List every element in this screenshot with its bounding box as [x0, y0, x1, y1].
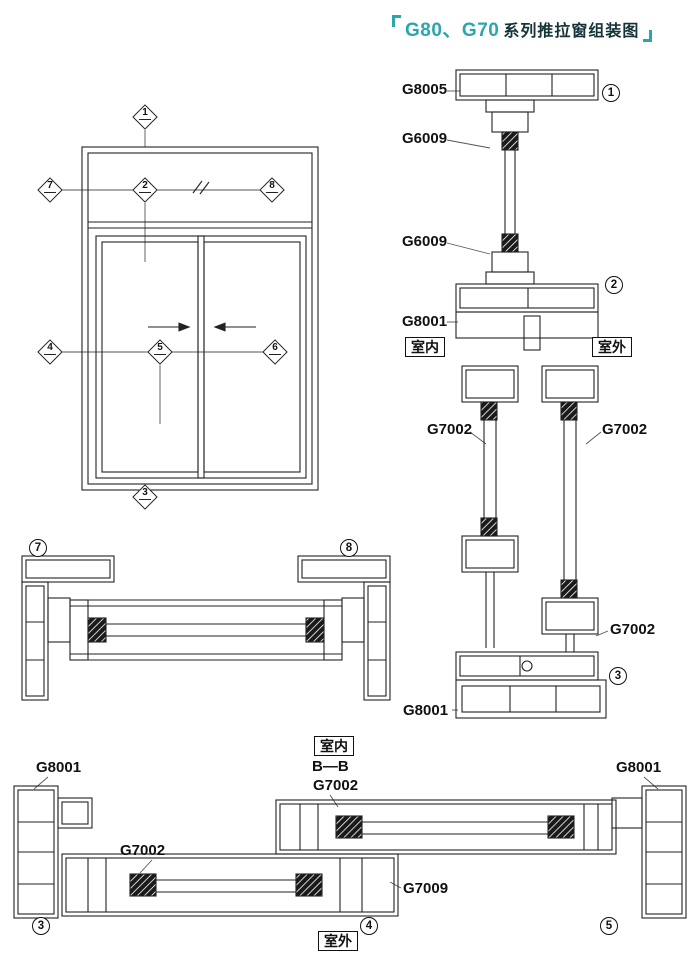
label-g6009-lower: G6009 — [402, 233, 448, 250]
section-marker-6: 6 — [262, 339, 288, 365]
label-g8001-left: G8001 — [36, 759, 82, 776]
diamond-number: 5 — [154, 342, 166, 355]
mid-horizontal-section — [21, 555, 391, 701]
elevation-drawing — [81, 146, 319, 491]
title-bracket-right-icon — [643, 30, 653, 42]
label-g7009: G7009 — [403, 880, 449, 897]
label-g8001-right: G8001 — [616, 759, 662, 776]
label-g7002-left: G7002 — [427, 421, 473, 438]
diamond-number: 4 — [44, 342, 56, 355]
section-marker-4: 4 — [37, 339, 63, 365]
detail-circle-2: 2 — [605, 276, 623, 294]
detail-circle-3-bottom: 3 — [32, 917, 50, 935]
label-indoor-bottom: 室内 — [314, 736, 354, 756]
page-title: G80、G70 系列推拉窗组装图 — [392, 15, 653, 42]
label-outdoor-bottom: 室外 — [318, 931, 358, 951]
section-marker-1: 1 — [132, 104, 158, 130]
label-g6009-upper: G6009 — [402, 130, 448, 147]
diamond-number: 6 — [269, 342, 281, 355]
label-g8001-sill: G8001 — [403, 702, 449, 719]
detail-circle-4: 4 — [360, 917, 378, 935]
section-marker-3: 3 — [132, 484, 158, 510]
detail-circle-7: 7 — [29, 539, 47, 557]
diamond-number: 7 — [44, 180, 56, 193]
title-bracket-left-icon — [392, 15, 401, 27]
detail-circle-5: 5 — [600, 917, 618, 935]
label-g7002-upper: G7002 — [313, 777, 359, 794]
diamond-number: 8 — [266, 180, 278, 193]
diamond-number: 1 — [139, 107, 151, 120]
detail-circle-8: 8 — [340, 539, 358, 557]
section-marker-7: 7 — [37, 177, 63, 203]
label-g8005: G8005 — [402, 81, 448, 98]
diamond-number: 3 — [139, 487, 151, 500]
label-g7002-lower: G7002 — [120, 842, 166, 859]
detail-circle-3: 3 — [609, 667, 627, 685]
label-section-name: B—B — [312, 758, 349, 775]
label-indoor-top: 室内 — [405, 337, 445, 357]
vertical-section-drawing — [455, 69, 607, 719]
profile-outlines — [13, 69, 687, 919]
label-g7002-right: G7002 — [602, 421, 648, 438]
section-marker-8: 8 — [259, 177, 285, 203]
section-marker-5: 5 — [147, 339, 173, 365]
detail-circle-1: 1 — [602, 84, 620, 102]
label-g8001-track: G8001 — [402, 313, 448, 330]
section-marker-2: 2 — [132, 177, 158, 203]
diamond-number: 2 — [139, 180, 151, 193]
title-series: G80、G70 — [405, 20, 500, 41]
label-g7002-bottom: G7002 — [610, 621, 656, 638]
title-suffix: 系列推拉窗组装图 — [503, 22, 640, 40]
label-outdoor-top: 室外 — [592, 337, 632, 357]
bottom-horizontal-section — [13, 785, 687, 919]
